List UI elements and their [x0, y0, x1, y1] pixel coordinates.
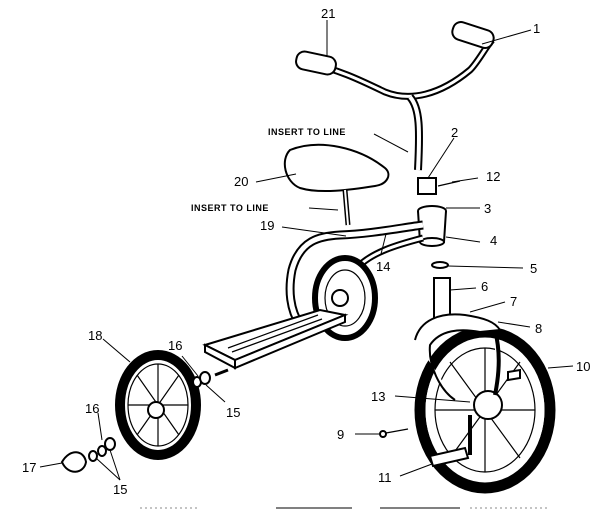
rear-axle-nut-set	[192, 371, 211, 388]
headset	[417, 205, 447, 247]
leader-lines	[39, 20, 574, 481]
callout-10: 10	[576, 359, 590, 374]
note-insert-seat: INSERT TO LINE	[191, 203, 269, 213]
callout-2: 2	[451, 125, 458, 140]
note-insert-handlebar: INSERT TO LINE	[268, 127, 346, 137]
callout-9: 9	[337, 427, 344, 442]
seat	[283, 143, 390, 226]
bolt	[379, 428, 409, 438]
detached-rear-wheel	[115, 350, 201, 460]
hub-cap	[60, 451, 88, 473]
callout-1: 1	[533, 21, 540, 36]
left-grip	[295, 50, 337, 76]
callout-8: 8	[535, 321, 542, 336]
callout-6: 6	[481, 279, 488, 294]
callout-20: 20	[234, 174, 248, 189]
front-fork	[414, 313, 502, 401]
fork-stem	[433, 277, 451, 319]
callout-11: 11	[378, 470, 392, 485]
callout-18: 18	[88, 328, 102, 343]
callout-21: 21	[321, 6, 335, 21]
callout-13: 13	[371, 389, 385, 404]
clamp	[417, 177, 437, 195]
callout-5: 5	[530, 261, 537, 276]
pedal-right	[507, 368, 521, 382]
callout-16-rear: 16	[168, 338, 182, 353]
callout-7: 7	[510, 294, 517, 309]
step-platform	[202, 308, 349, 370]
callout-3: 3	[484, 201, 491, 216]
callout-12: 12	[486, 169, 500, 184]
callout-16-front: 16	[85, 401, 99, 416]
callout-19: 19	[260, 218, 274, 233]
callout-14: 14	[376, 259, 390, 274]
right-grip	[451, 21, 495, 49]
handlebar	[295, 21, 495, 171]
front-axle-nut-set	[88, 437, 116, 462]
callout-15-front: 15	[113, 482, 127, 497]
pedal	[428, 415, 472, 468]
callout-4: 4	[490, 233, 497, 248]
washer	[431, 261, 449, 269]
callout-15-rear: 15	[226, 405, 240, 420]
callout-17: 17	[22, 460, 36, 475]
